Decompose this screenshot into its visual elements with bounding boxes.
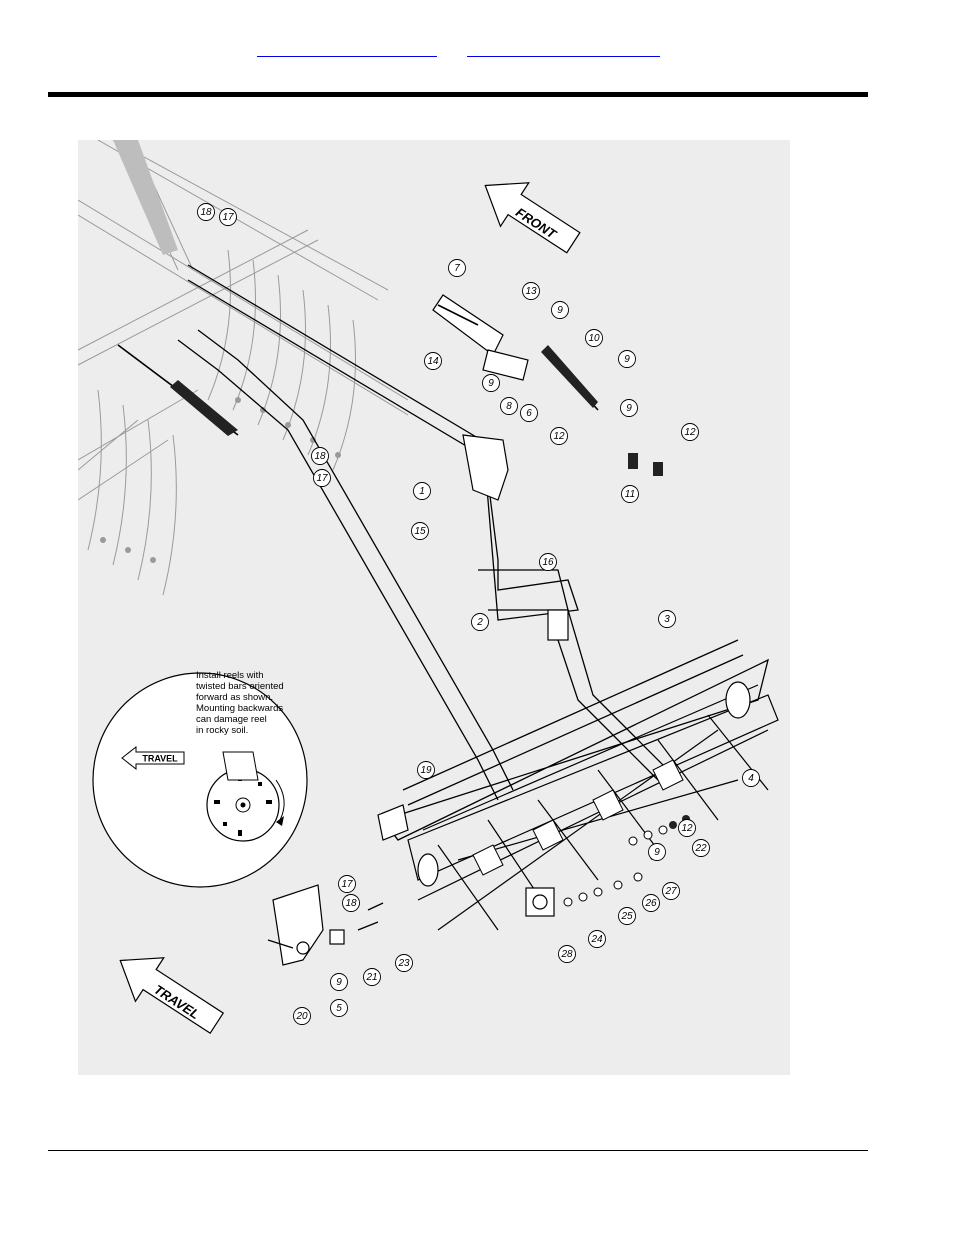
- callout-17: 17: [313, 469, 331, 487]
- install-note-line: twisted bars oriented: [196, 681, 284, 692]
- svg-text:9: 9: [624, 354, 630, 365]
- install-note-line: Mounting backwards: [196, 703, 283, 714]
- svg-text:12: 12: [681, 823, 693, 834]
- callout-12: 12: [681, 423, 699, 441]
- callout-3: 3: [658, 610, 676, 628]
- callout-16: 16: [539, 553, 557, 571]
- svg-text:6: 6: [526, 408, 532, 419]
- svg-text:20: 20: [295, 1011, 308, 1022]
- callout-27: 27: [662, 882, 680, 900]
- callout-20: 20: [293, 1007, 311, 1025]
- svg-text:16: 16: [542, 557, 554, 568]
- callout-12: 12: [550, 427, 568, 445]
- callout-2: 2: [471, 613, 489, 631]
- callout-12: 12: [678, 819, 696, 837]
- svg-text:19: 19: [420, 765, 432, 776]
- svg-text:22: 22: [694, 843, 707, 854]
- top-link-left[interactable]: [257, 38, 437, 57]
- top-link-right[interactable]: [467, 38, 660, 57]
- callout-13: 13: [522, 282, 540, 300]
- callout-4: 4: [742, 769, 760, 787]
- header-rule: [48, 92, 868, 97]
- callout-7: 7: [448, 259, 466, 277]
- callout-19: 19: [417, 761, 435, 779]
- svg-text:17: 17: [316, 473, 328, 484]
- svg-text:21: 21: [365, 972, 377, 983]
- callout-23: 23: [395, 954, 413, 972]
- svg-text:14: 14: [427, 356, 439, 367]
- footer-rule: [48, 1150, 868, 1151]
- callout-9: 9: [620, 399, 638, 417]
- install-note-line: can damage reel: [196, 714, 267, 725]
- callout-18: 18: [342, 894, 360, 912]
- svg-text:24: 24: [590, 934, 603, 945]
- callout-26: 26: [642, 894, 660, 912]
- callout-10: 10: [585, 329, 603, 347]
- svg-text:7: 7: [454, 263, 460, 274]
- svg-text:3: 3: [664, 614, 670, 625]
- callout-9: 9: [330, 973, 348, 991]
- svg-text:TRAVEL: TRAVEL: [142, 753, 178, 763]
- callout-18: 18: [311, 447, 329, 465]
- callout-9: 9: [482, 374, 500, 392]
- svg-text:27: 27: [664, 886, 677, 897]
- callout-17: 17: [338, 875, 356, 893]
- svg-text:17: 17: [341, 879, 353, 890]
- detail-travel-arrow-icon: TRAVEL: [121, 745, 185, 771]
- svg-text:25: 25: [620, 911, 633, 922]
- svg-text:12: 12: [684, 427, 696, 438]
- svg-text:13: 13: [525, 286, 537, 297]
- svg-text:18: 18: [200, 207, 212, 218]
- svg-text:28: 28: [560, 949, 573, 960]
- svg-text:9: 9: [557, 305, 563, 316]
- callout-21: 21: [363, 968, 381, 986]
- callout-17: 17: [219, 208, 237, 226]
- callout-6: 6: [520, 404, 538, 422]
- install-note-line: forward as shown.: [196, 692, 273, 703]
- callout-18: 18: [197, 203, 215, 221]
- callout-14: 14: [424, 352, 442, 370]
- svg-text:10: 10: [588, 333, 600, 344]
- svg-text:8: 8: [506, 401, 512, 412]
- svg-text:2: 2: [476, 617, 483, 628]
- install-note-line: in rocky soil.: [196, 725, 248, 736]
- callout-28: 28: [558, 945, 576, 963]
- svg-text:9: 9: [654, 847, 660, 858]
- svg-text:1: 1: [419, 486, 425, 497]
- svg-text:4: 4: [748, 773, 754, 784]
- svg-text:5: 5: [336, 1003, 342, 1014]
- callout-25: 25: [618, 907, 636, 925]
- callout-24: 24: [588, 930, 606, 948]
- svg-text:9: 9: [336, 977, 342, 988]
- callout-11: 11: [621, 485, 639, 503]
- callout-1: 1: [413, 482, 431, 500]
- callout-9: 9: [618, 350, 636, 368]
- svg-text:23: 23: [397, 958, 410, 969]
- svg-text:12: 12: [553, 431, 565, 442]
- svg-text:11: 11: [625, 489, 635, 500]
- svg-text:15: 15: [414, 526, 426, 537]
- callout-22: 22: [692, 839, 710, 857]
- install-note-line: Install reels with: [196, 670, 264, 681]
- callout-8: 8: [500, 397, 518, 415]
- callout-15: 15: [411, 522, 429, 540]
- svg-text:18: 18: [345, 898, 357, 909]
- callout-9: 9: [648, 843, 666, 861]
- callout-9: 9: [551, 301, 569, 319]
- svg-text:9: 9: [626, 403, 632, 414]
- svg-text:18: 18: [314, 451, 326, 462]
- svg-text:9: 9: [488, 378, 494, 389]
- svg-text:17: 17: [222, 212, 234, 223]
- svg-text:26: 26: [644, 898, 657, 909]
- callout-5: 5: [330, 999, 348, 1017]
